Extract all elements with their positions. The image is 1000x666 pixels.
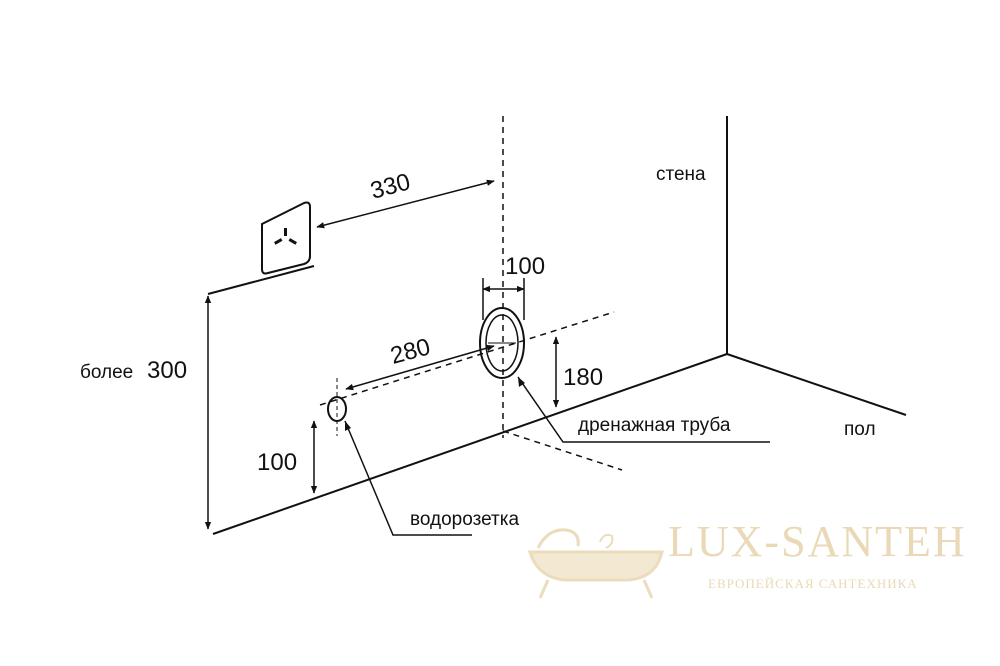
watermark: LUX-SANTEH ЕВРОПЕЙСКАЯ САНТЕХНИКА (527, 517, 967, 599)
wall-label: стена (656, 164, 706, 185)
dim-180-label: 180 (563, 364, 603, 391)
bathtub-logo-icon (527, 528, 664, 599)
socket-leader (344, 420, 472, 536)
switch-box (261, 201, 311, 275)
power-socket-icon (274, 228, 297, 245)
dim-300-label: 300 (147, 357, 187, 384)
water-socket-label: водорозетка (410, 509, 519, 530)
water-socket (327, 378, 347, 436)
upper-wall-line (207, 265, 315, 295)
wall-floor-line (212, 353, 728, 535)
socket-level-line (319, 311, 615, 406)
dim-280-arrow (345, 344, 495, 391)
dim-300-prefix: более (80, 362, 133, 383)
guide-lines (319, 311, 623, 471)
drain-pipe (479, 307, 525, 379)
dim-330-arrow (316, 179, 495, 229)
drain-pipe-label: дренажная труба (578, 415, 731, 436)
watermark-brand: LUX-SANTEH (668, 517, 967, 566)
room-corner (212, 116, 907, 535)
drain-leader (517, 376, 770, 443)
dim-280-label: 280 (388, 333, 434, 369)
socket-leader-arrowhead (345, 421, 351, 431)
dim-330-label: 330 (368, 168, 414, 204)
dim-100-height-label: 100 (257, 449, 297, 476)
dim-100-diameter-label: 100 (505, 253, 545, 280)
floor-edge-line (726, 353, 907, 416)
drain-leader-arrowhead (518, 377, 525, 387)
drain-axis-line (502, 430, 623, 471)
watermark-tagline: ЕВРОПЕЙСКАЯ САНТЕХНИКА (708, 576, 918, 591)
floor-label: пол (844, 419, 876, 440)
